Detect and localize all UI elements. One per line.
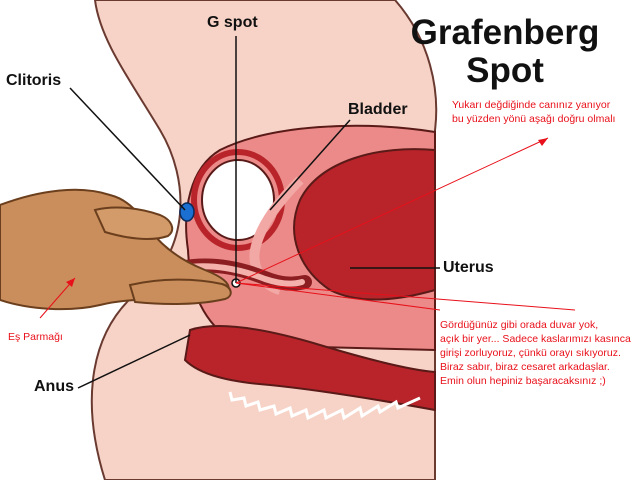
vaginal-canal-inner bbox=[179, 263, 305, 287]
uterus bbox=[293, 148, 436, 301]
anus-leader bbox=[77, 334, 191, 389]
clitoris bbox=[179, 202, 195, 222]
finger-note-arrow bbox=[39, 277, 76, 319]
rectum-folds bbox=[228, 391, 421, 421]
title-line-1: Grafenberg bbox=[410, 13, 600, 52]
g-spot-label: G spot bbox=[207, 14, 258, 31]
right-note-line-5: Emin olun hepiniz başaracaksınız ;) bbox=[440, 375, 606, 387]
right-note-line-4: Biraz sabır, biraz cesaret arkadaşlar. bbox=[440, 361, 610, 373]
bladder bbox=[201, 159, 275, 241]
title-line-2: Spot bbox=[466, 51, 544, 90]
top-note-line-2: bu yüzden yönü aşağı doğru olmalı bbox=[452, 113, 616, 125]
top-note-arrow bbox=[235, 137, 549, 284]
right-note-line-2: açık bir yer... Sadece kaslarımızı kasın… bbox=[440, 333, 631, 345]
finger-note-arrowhead bbox=[66, 278, 75, 287]
right-note-line-1: Gördüğünüz gibi orada duvar yok, bbox=[440, 319, 599, 331]
right-note-line bbox=[235, 282, 576, 311]
bladder-leader bbox=[269, 119, 351, 211]
top-note-line-1: Yukarı değdiğinde canınız yanıyor bbox=[452, 99, 611, 111]
diagram-title: Grafenberg Spot bbox=[398, 14, 612, 90]
right-note-line-3: girişi zorluyoruz, çünkü orayı sıkıyoruz… bbox=[440, 347, 621, 359]
right-note: Gördüğünüz gibi orada duvar yok, açık bi… bbox=[440, 318, 631, 388]
clitoris-label: Clitoris bbox=[6, 72, 62, 89]
rectum bbox=[183, 325, 436, 412]
finger-note: Eş Parmağı bbox=[8, 331, 63, 343]
uterus-label: Uterus bbox=[443, 259, 494, 276]
hand-index-finger bbox=[128, 278, 232, 305]
top-note-arrowhead bbox=[538, 138, 548, 146]
anus-label: Anus bbox=[34, 378, 74, 395]
bladder-label: Bladder bbox=[348, 101, 408, 118]
hand-thumb bbox=[93, 206, 174, 240]
right-note-line-2 bbox=[235, 282, 441, 311]
top-note: Yukarı değdiğinde canınız yanıyor bu yüz… bbox=[452, 98, 615, 126]
clitoris-leader bbox=[69, 87, 186, 211]
